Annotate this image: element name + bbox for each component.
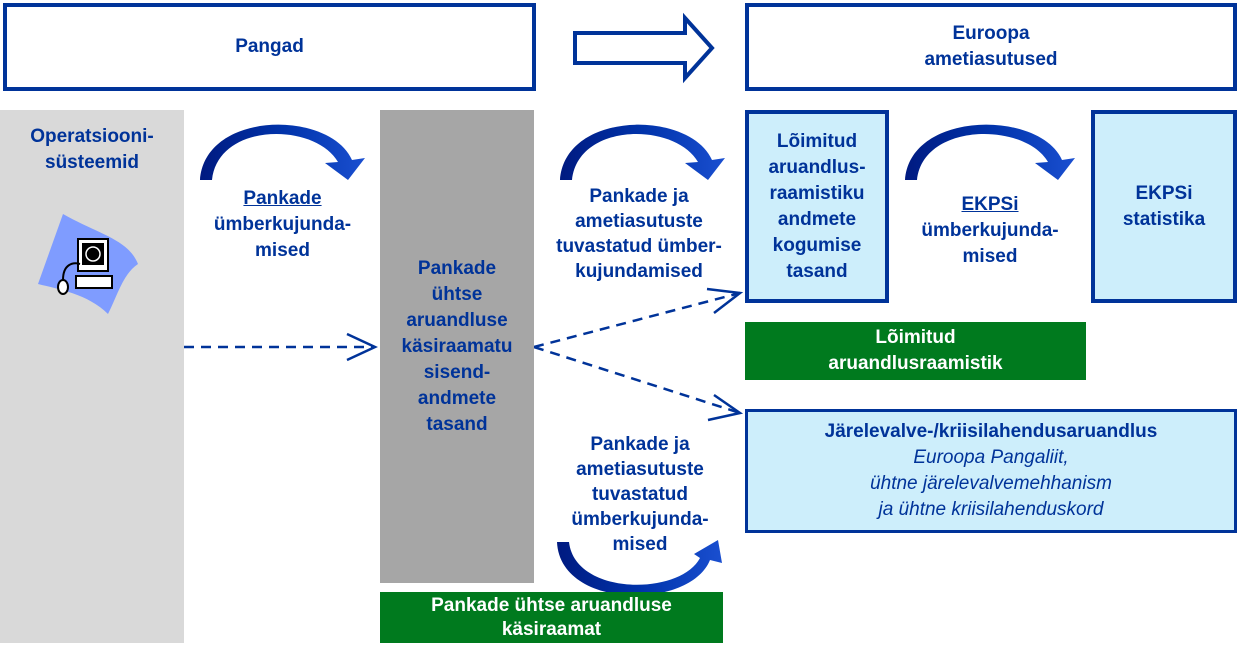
ecb-transformations-label: EKPSi ümberkujunda- mised xyxy=(895,192,1085,270)
label-line: ümberkujunda- xyxy=(213,214,352,235)
label-line: ümberkujunda- xyxy=(571,509,709,530)
identified-transformations-lower: Pankade ja ametiasutuste tuvastatud ümbe… xyxy=(545,432,735,557)
label-line: käsiraamatu xyxy=(401,335,513,357)
computer-icon xyxy=(38,214,138,314)
label-line: Lõimitud xyxy=(875,327,956,348)
label-line: käsiraamat xyxy=(501,618,602,640)
label-line: statistika xyxy=(1122,208,1206,230)
european-authorities-header: Euroopa ametiasutused xyxy=(745,3,1237,91)
curved-arrow-icon xyxy=(557,540,722,596)
banks-header: Pangad xyxy=(3,3,536,91)
box-title: Järelevalve-/kriisilahendusaruandlus xyxy=(824,421,1158,442)
label-line: mised xyxy=(612,534,668,555)
label-line: aruandluse xyxy=(406,309,508,331)
label-line: aruandlusraamistik xyxy=(828,353,1003,374)
curved-arrow-icon xyxy=(905,124,1075,180)
header-arrow-icon xyxy=(573,12,715,84)
label-line: sisend- xyxy=(423,361,491,383)
label-line: ühtne järelevalvemehhanism xyxy=(870,473,1112,494)
label-line: EKPSi xyxy=(1135,182,1193,204)
label-line: Pankade xyxy=(243,188,322,209)
dashed-arrow xyxy=(533,291,741,349)
curved-arrow-icon xyxy=(200,124,365,180)
label-line: tuvastatud ümber- xyxy=(556,236,722,257)
label-line: ümberkujunda- xyxy=(921,220,1059,241)
label-line: ja ühtne kriisilahenduskord xyxy=(878,499,1104,520)
label-line: mised xyxy=(962,246,1018,267)
identified-transformations-upper: Pankade ja ametiasutuste tuvastatud ümbe… xyxy=(536,184,742,284)
label-line: mised xyxy=(255,240,310,261)
label-line: Pankade xyxy=(417,257,497,279)
label-line: Pankade ja xyxy=(590,434,690,455)
label-line: andmete xyxy=(417,387,497,409)
supervisory-reporting-box: Järelevalve-/kriisilahendusaruandlus Eur… xyxy=(745,409,1237,533)
label-line: kogumise xyxy=(772,234,862,256)
label-line: ametiasutuste xyxy=(576,459,704,480)
label-line: tasand xyxy=(426,413,488,435)
label-line: kujundamised xyxy=(575,261,703,282)
label-line: Pankade ja xyxy=(589,186,689,207)
label-line: Lõimitud xyxy=(776,130,858,152)
ecb-statistics-box: EKPSi statistika xyxy=(1091,110,1237,303)
label-line: Euroopa Pangaliit, xyxy=(913,447,1069,468)
label-line: EKPSi xyxy=(961,194,1019,215)
header-line: ametiasutused xyxy=(924,49,1058,70)
header-line: Euroopa xyxy=(952,23,1030,44)
label-line: raamistiku xyxy=(769,182,865,204)
label-line: Pankade ühtse aruandluse xyxy=(431,594,672,616)
label-line: aruandlus- xyxy=(768,156,866,178)
bird-footer: Pankade ühtse aruandluse käsiraamat xyxy=(380,592,723,643)
dashed-arrow xyxy=(533,345,741,415)
label-line: ametiasutuste xyxy=(575,211,703,232)
curved-arrow-icon xyxy=(560,124,725,180)
bank-transformations-label: Pankade ümberkujunda- mised xyxy=(200,186,365,264)
bird-input-layer: Pankade ühtse aruandluse käsiraamatu sis… xyxy=(380,110,534,583)
label-line: tuvastatud xyxy=(591,484,689,505)
operational-systems-column: Operatsiooni-süsteemid xyxy=(0,110,184,643)
label-line: ühtse xyxy=(431,283,483,305)
iref-collection-layer: Lõimitud aruandlus- raamistiku andmete k… xyxy=(745,110,889,303)
column-title: Operatsiooni- xyxy=(30,126,154,147)
label-line: tasand xyxy=(786,260,848,282)
label-line: andmete xyxy=(777,208,857,230)
iref-footer: Lõimitud aruandlusraamistik xyxy=(745,322,1086,380)
column-title: süsteemid xyxy=(45,152,139,173)
banks-header-label: Pangad xyxy=(235,36,304,57)
